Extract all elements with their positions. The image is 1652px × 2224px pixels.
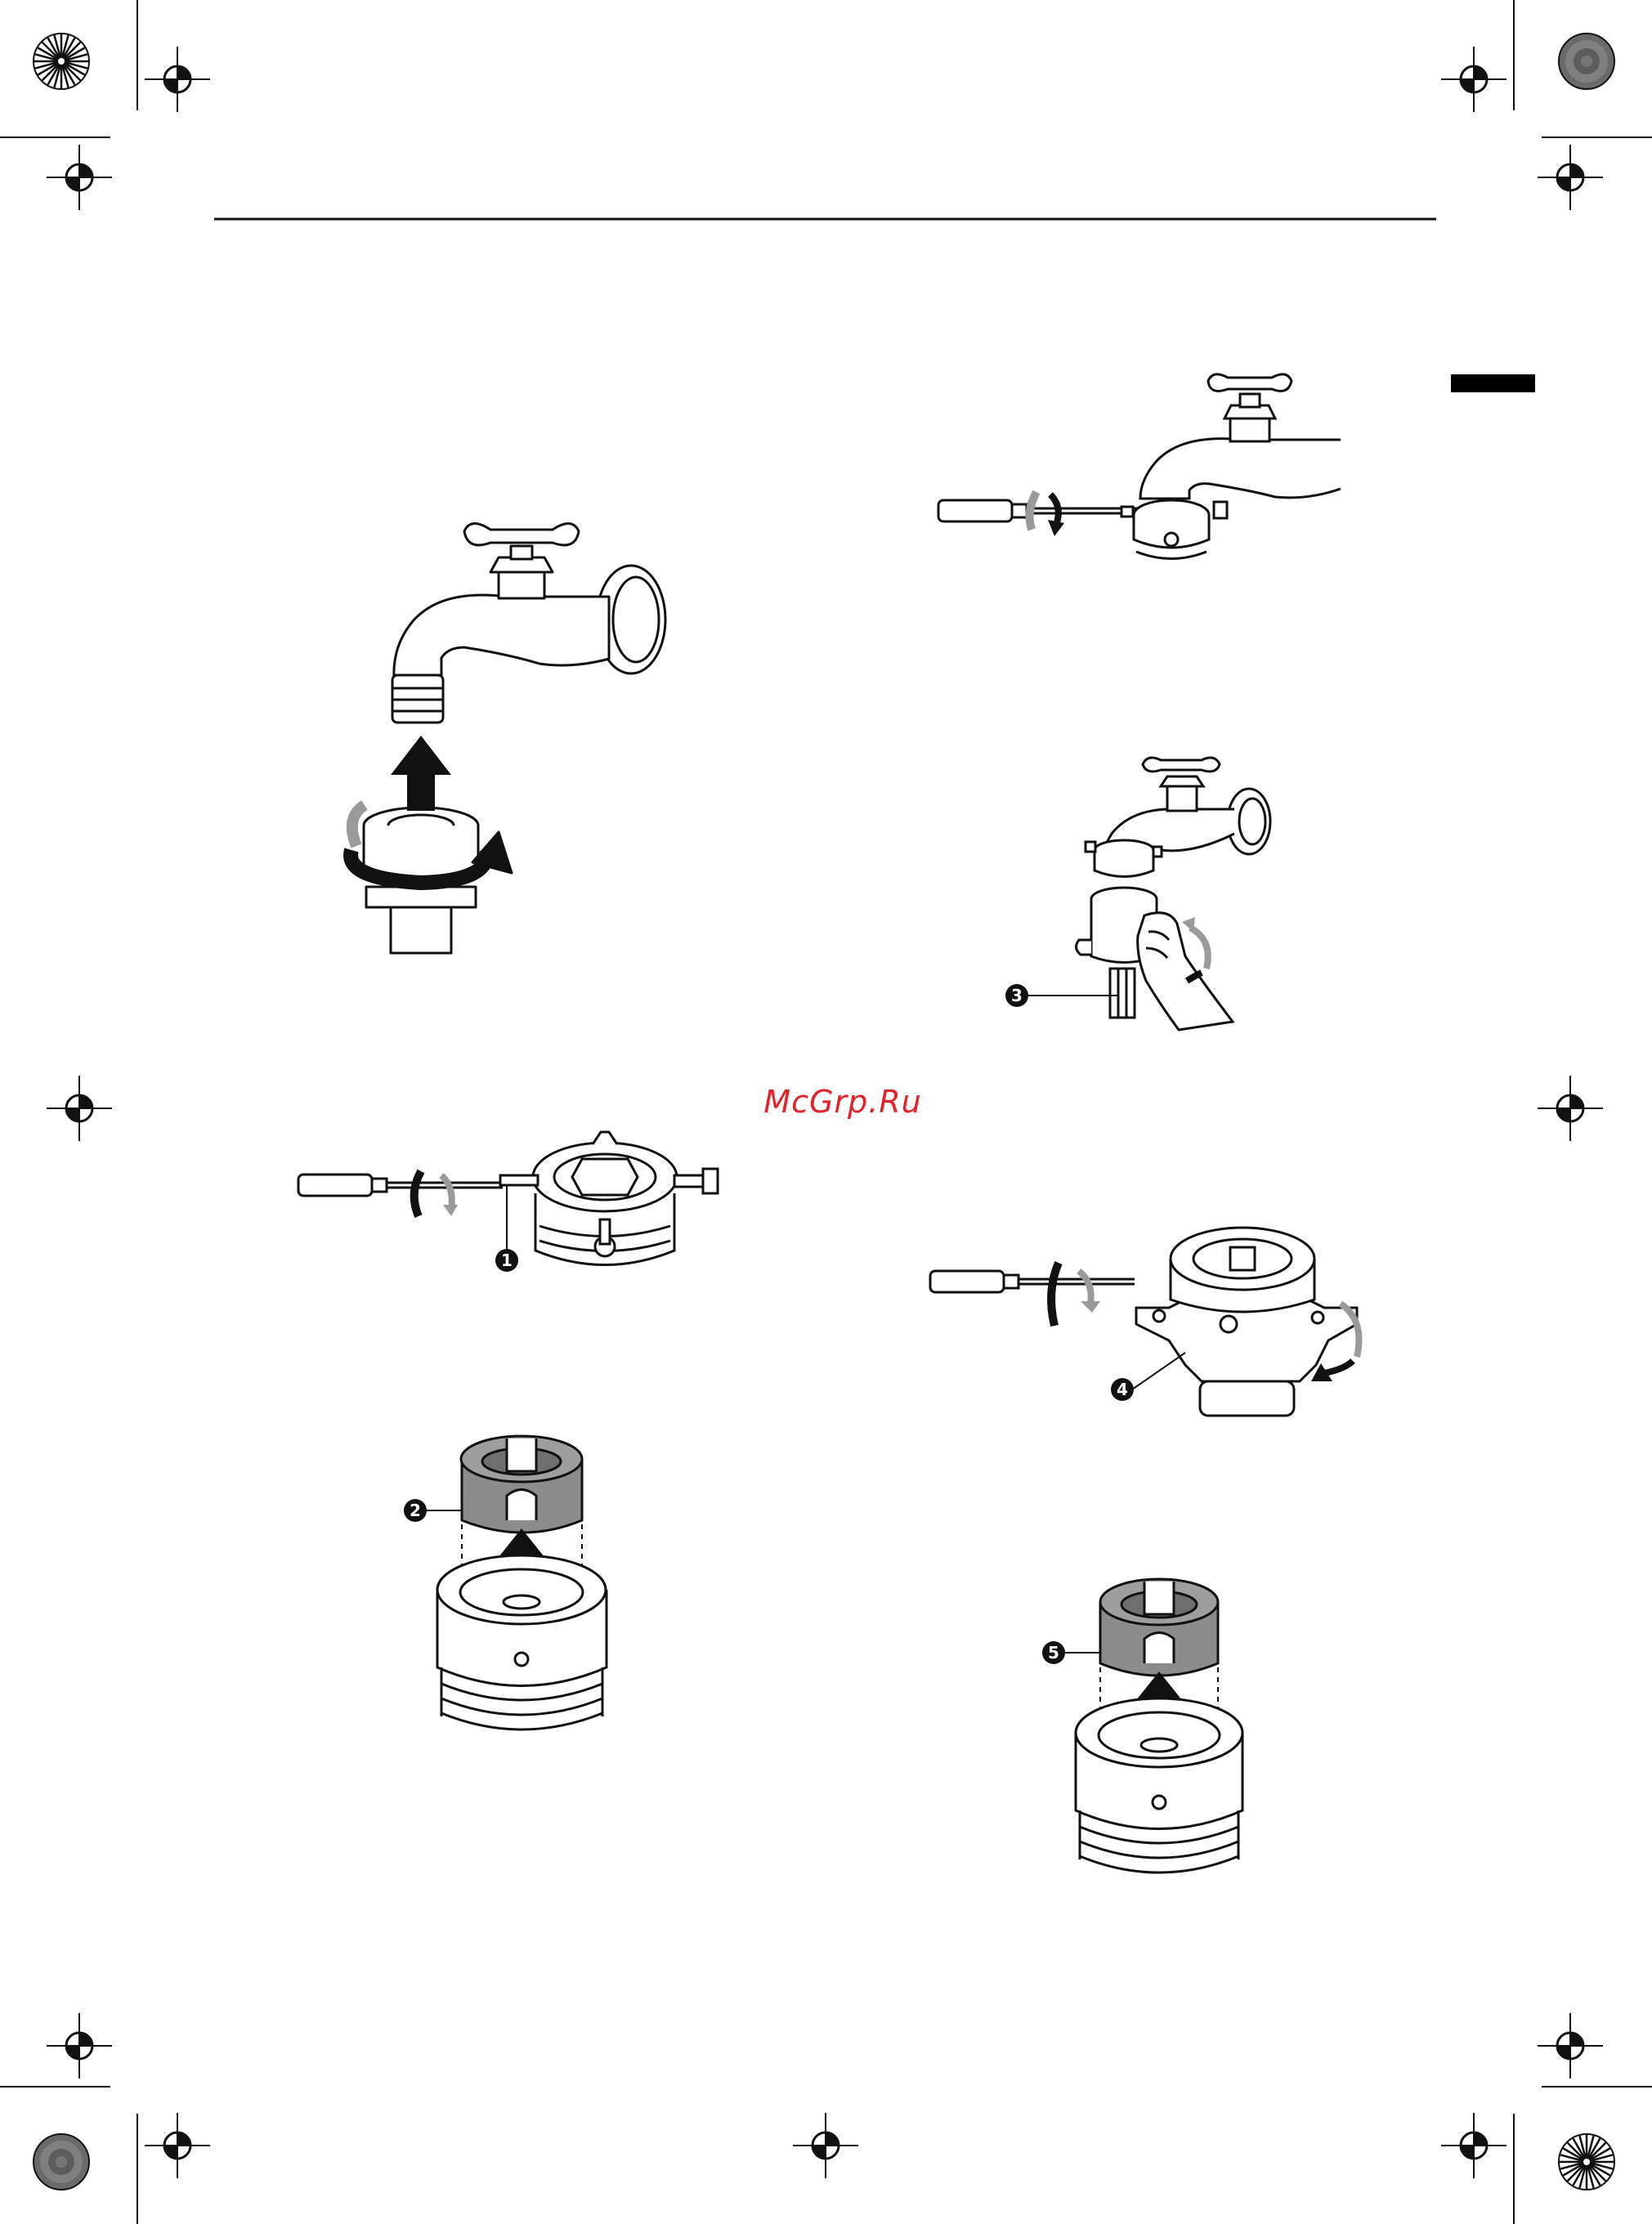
- callout-1: 1: [495, 1249, 518, 1272]
- registration-mark: [1441, 47, 1506, 112]
- callout-1-label: 1: [501, 1251, 513, 1270]
- rubber-packing-removal-illustration: [426, 1436, 607, 1730]
- thumb-tab: [1451, 374, 1535, 392]
- callout-4-label: 4: [1117, 1380, 1128, 1399]
- rubber-packing-removal-illustration-2: [1064, 1579, 1242, 1873]
- registration-mark: [47, 145, 112, 210]
- callout-5-label: 5: [1048, 1643, 1059, 1662]
- callout-3-label: 3: [1011, 986, 1023, 1005]
- callout-3: 3: [1005, 984, 1028, 1007]
- connector-screws-on-faucet-illustration: [938, 374, 1341, 559]
- grey-target-icon: [1559, 34, 1614, 89]
- registration-mark: [1441, 2113, 1506, 2178]
- registration-mark: [793, 2113, 858, 2178]
- registration-mark: [47, 2013, 112, 2079]
- grey-target-icon: [34, 2134, 89, 2190]
- connector-plate-turn-illustration: [930, 1228, 1359, 1416]
- registration-mark: [1538, 1076, 1603, 1141]
- faucet-with-hose-connector-illustration: [351, 523, 665, 953]
- star-target-icon: [1559, 2134, 1614, 2190]
- hose-attach-by-hand-illustration: [1027, 758, 1270, 1030]
- callout-2-label: 2: [410, 1501, 421, 1520]
- connector-screw-loosening-illustration: [298, 1132, 718, 1265]
- registration-mark: [145, 47, 210, 112]
- registration-mark: [145, 2113, 210, 2178]
- watermark-text: McGrp.Ru: [745, 1084, 941, 1120]
- callout-2: 2: [404, 1499, 427, 1522]
- callout-4: 4: [1111, 1378, 1134, 1401]
- star-target-icon: [34, 34, 89, 89]
- registration-mark: [1538, 2013, 1603, 2079]
- registration-mark: [47, 1076, 112, 1141]
- registration-mark: [1538, 145, 1603, 210]
- callout-5: 5: [1042, 1641, 1065, 1664]
